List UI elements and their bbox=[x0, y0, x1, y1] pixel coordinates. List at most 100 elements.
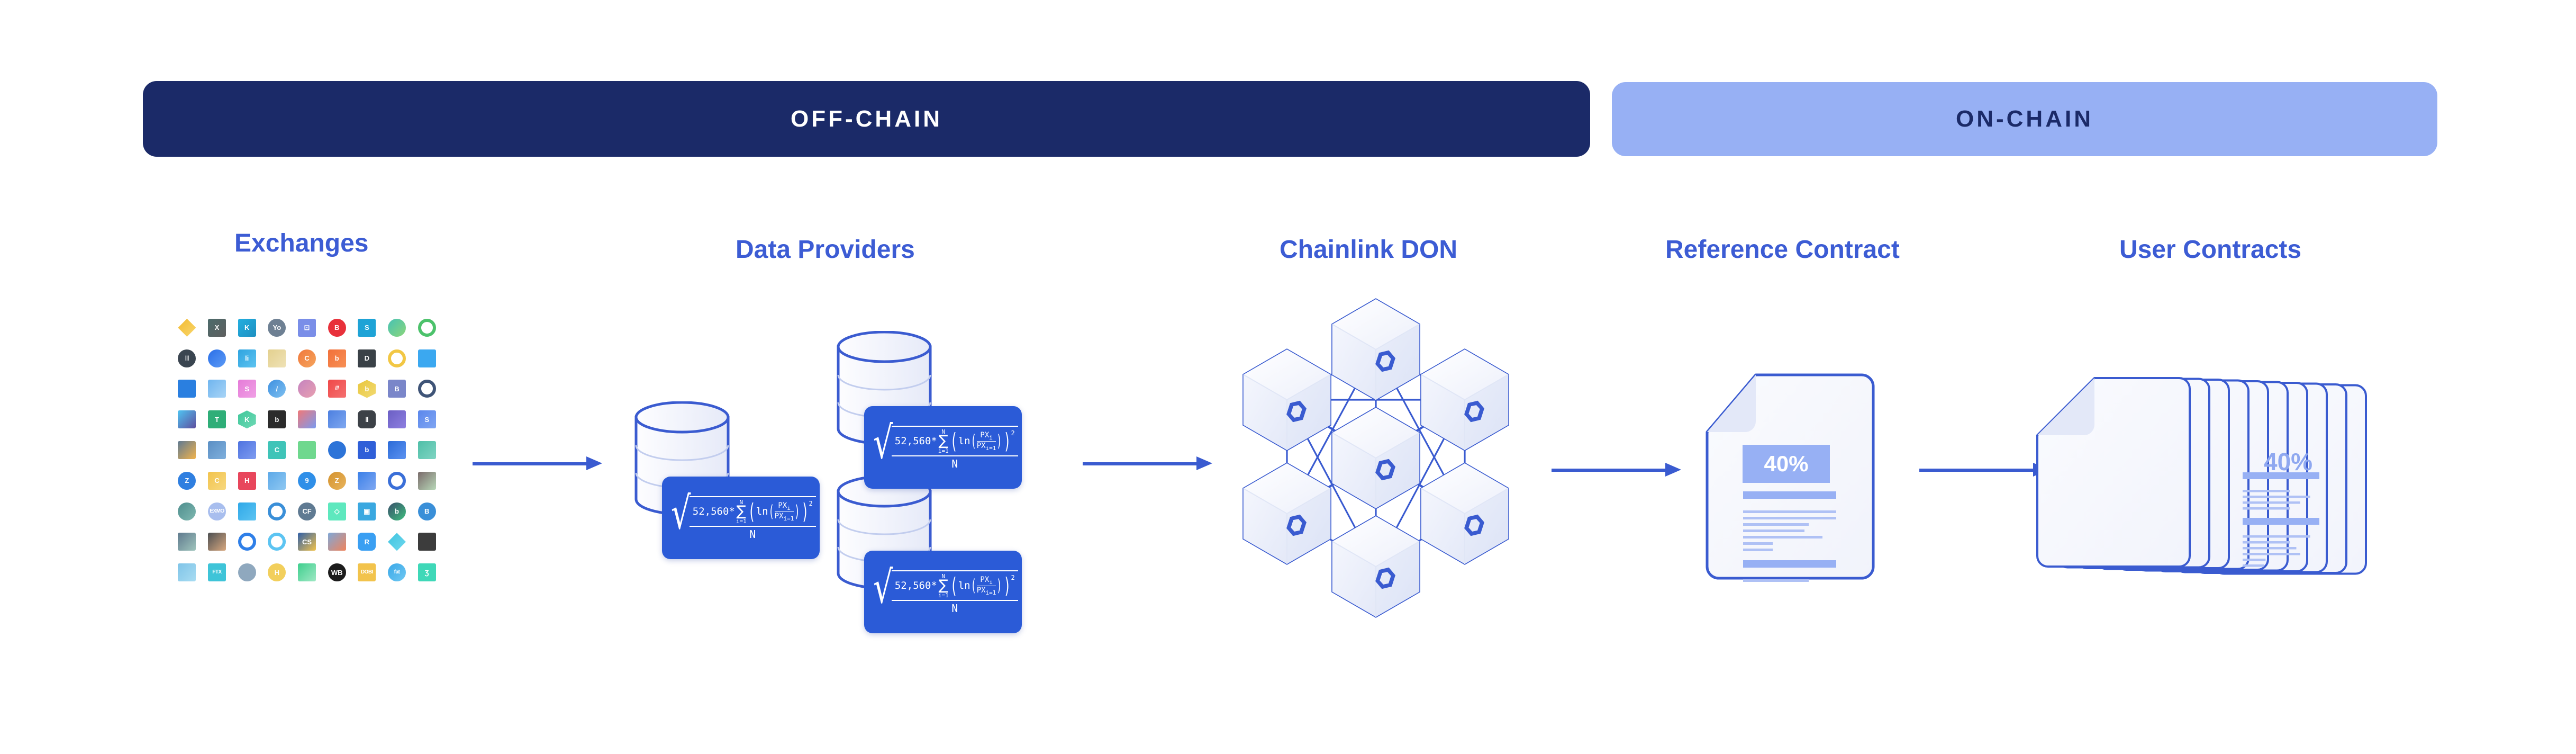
exchange-logo-bibox2-icon: b bbox=[358, 441, 376, 459]
cube-top-face bbox=[1332, 299, 1420, 349]
exchange-logo-bullish-icon: Ʒ bbox=[418, 563, 436, 582]
exchange-logo-cell: b bbox=[352, 374, 382, 405]
user-contract-sheet-fold bbox=[2037, 378, 2094, 435]
summation-upper-limit: N bbox=[941, 572, 946, 580]
doc-text-line bbox=[2243, 553, 2300, 555]
exchange-logo-cell bbox=[412, 526, 442, 557]
exchange-logo-dobi-icon: DOBI bbox=[358, 563, 376, 582]
inner-paren-open: ( bbox=[769, 502, 773, 522]
doc-text-line bbox=[2243, 501, 2300, 504]
don-node-node-center bbox=[1331, 407, 1420, 509]
doc-text-line bbox=[1743, 579, 1809, 582]
cube-top-face bbox=[1332, 516, 1420, 567]
column-title-user-contracts: User Contracts bbox=[2119, 236, 2302, 264]
doc-text-line bbox=[2243, 559, 2266, 561]
doc-text-line bbox=[1743, 549, 1773, 551]
arrow-reference-to-users bbox=[1919, 463, 2049, 477]
outer-paren-open: ( bbox=[951, 428, 957, 454]
exchange-logo-cell: fat bbox=[382, 557, 412, 588]
exchange-logo-coinsbit-icon bbox=[238, 533, 256, 551]
exchange-logo-yobit-icon: Yo bbox=[268, 318, 286, 337]
don-node-node-upper-right bbox=[1420, 348, 1509, 451]
exchange-logo-uniswap-icon bbox=[207, 533, 226, 551]
chainlink-hex-icon bbox=[1464, 400, 1484, 423]
don-node-node-lower-left bbox=[1242, 462, 1331, 565]
exchange-logo-cell: WB bbox=[322, 557, 352, 588]
price-ratio-numerator: PXi bbox=[980, 575, 993, 586]
column-title-exchanges: Exchanges bbox=[234, 229, 369, 257]
exchange-logo-cell: Z bbox=[322, 465, 352, 496]
formula-coefficient: 52,560* bbox=[692, 505, 735, 517]
banner-on-chain-label: ON-CHAIN bbox=[1956, 106, 2093, 132]
exchange-logo-cell: D bbox=[352, 343, 382, 374]
exchange-logo-kybernet-icon: K bbox=[238, 410, 256, 429]
exchange-logo-bitstamp-icon: S bbox=[358, 318, 376, 337]
exchange-logo-coinbase-icon: C bbox=[297, 349, 316, 367]
exchange-logo-kucoin-icon: K bbox=[238, 318, 256, 337]
exchange-logo-crypto-icon bbox=[328, 533, 346, 551]
exchange-logo-cell: Yo bbox=[262, 312, 292, 343]
summation-upper-limit: N bbox=[941, 428, 946, 435]
exchange-logo-cell: S bbox=[232, 374, 262, 405]
inner-paren-close: ) bbox=[997, 576, 1001, 596]
exchange-logo-mosaic-icon bbox=[297, 563, 316, 582]
exchange-logo-binance-icon bbox=[178, 318, 196, 337]
exchange-logo-bitmex-icon bbox=[297, 380, 316, 398]
outer-paren-open: ( bbox=[749, 499, 755, 525]
exchange-logo-fcoin-icon bbox=[358, 471, 376, 490]
cube-top-face bbox=[1243, 349, 1331, 400]
don-node-node-bottom bbox=[1331, 515, 1420, 618]
exchange-logo-cell bbox=[172, 312, 202, 343]
formula-coefficient: 52,560* bbox=[894, 579, 937, 591]
exchange-logo-hourglass-icon bbox=[297, 410, 316, 429]
price-ratio-denominator: PXi=1 bbox=[976, 586, 996, 597]
exchange-logo-cell: b bbox=[352, 435, 382, 465]
exchange-logo-hitbtc-icon: H bbox=[238, 471, 256, 490]
formula-coefficient: 52,560* bbox=[894, 435, 937, 447]
exchange-logo-bitclover-icon bbox=[207, 441, 226, 459]
exchange-logo-gate-icon bbox=[387, 318, 406, 337]
exchange-logo-cell bbox=[292, 404, 322, 435]
price-ratio-numerator: PXi bbox=[778, 501, 791, 511]
outer-paren-close: ) bbox=[1004, 573, 1009, 599]
exchange-logo-cell: Ʒ bbox=[412, 557, 442, 588]
radical-sign: √ bbox=[873, 416, 893, 469]
exchange-logo-cell: S bbox=[412, 404, 442, 435]
exchange-logo-cell: C bbox=[292, 343, 322, 374]
exchange-logo-cell bbox=[292, 435, 322, 465]
arrow-don-to-reference bbox=[1552, 463, 1681, 477]
user-contracts-stack bbox=[2032, 371, 2402, 582]
exchange-logo-cell bbox=[202, 374, 232, 405]
inner-paren-close: ) bbox=[795, 502, 799, 522]
exchange-logo-ethfinex-icon bbox=[418, 533, 436, 551]
exchange-logo-cell: K bbox=[232, 312, 262, 343]
outer-paren-close: ) bbox=[802, 499, 807, 525]
exchange-logo-bitrue-icon: / bbox=[268, 380, 286, 398]
exchange-logo-bitrue2-icon bbox=[328, 441, 346, 459]
doc-heading-bar bbox=[1743, 560, 1836, 568]
column-title-reference-contract: Reference Contract bbox=[1665, 236, 1900, 264]
don-node-node-upper-left bbox=[1242, 348, 1331, 451]
cube-top-face bbox=[1421, 463, 1509, 514]
exchange-logo-cell: K bbox=[232, 404, 262, 435]
exchange-logo-kyber-icon bbox=[178, 410, 196, 429]
exchange-logo-cell: H bbox=[232, 465, 262, 496]
exchange-logo-cell: EXMO bbox=[202, 496, 232, 527]
doc-text-line bbox=[2243, 507, 2290, 510]
chainlink-hex-icon bbox=[1464, 514, 1484, 536]
exchange-logo-coinegg-icon: 9 bbox=[297, 471, 316, 490]
price-ratio-denominator: PXi=1 bbox=[774, 512, 794, 523]
exchange-logo-cell bbox=[172, 496, 202, 527]
exchange-logo-okex-icon bbox=[207, 349, 226, 367]
exchange-logo-cell bbox=[172, 557, 202, 588]
exchange-logo-bitshares-icon: B bbox=[418, 502, 436, 520]
exchange-logo-bitgo-icon: ‖ bbox=[358, 410, 376, 429]
